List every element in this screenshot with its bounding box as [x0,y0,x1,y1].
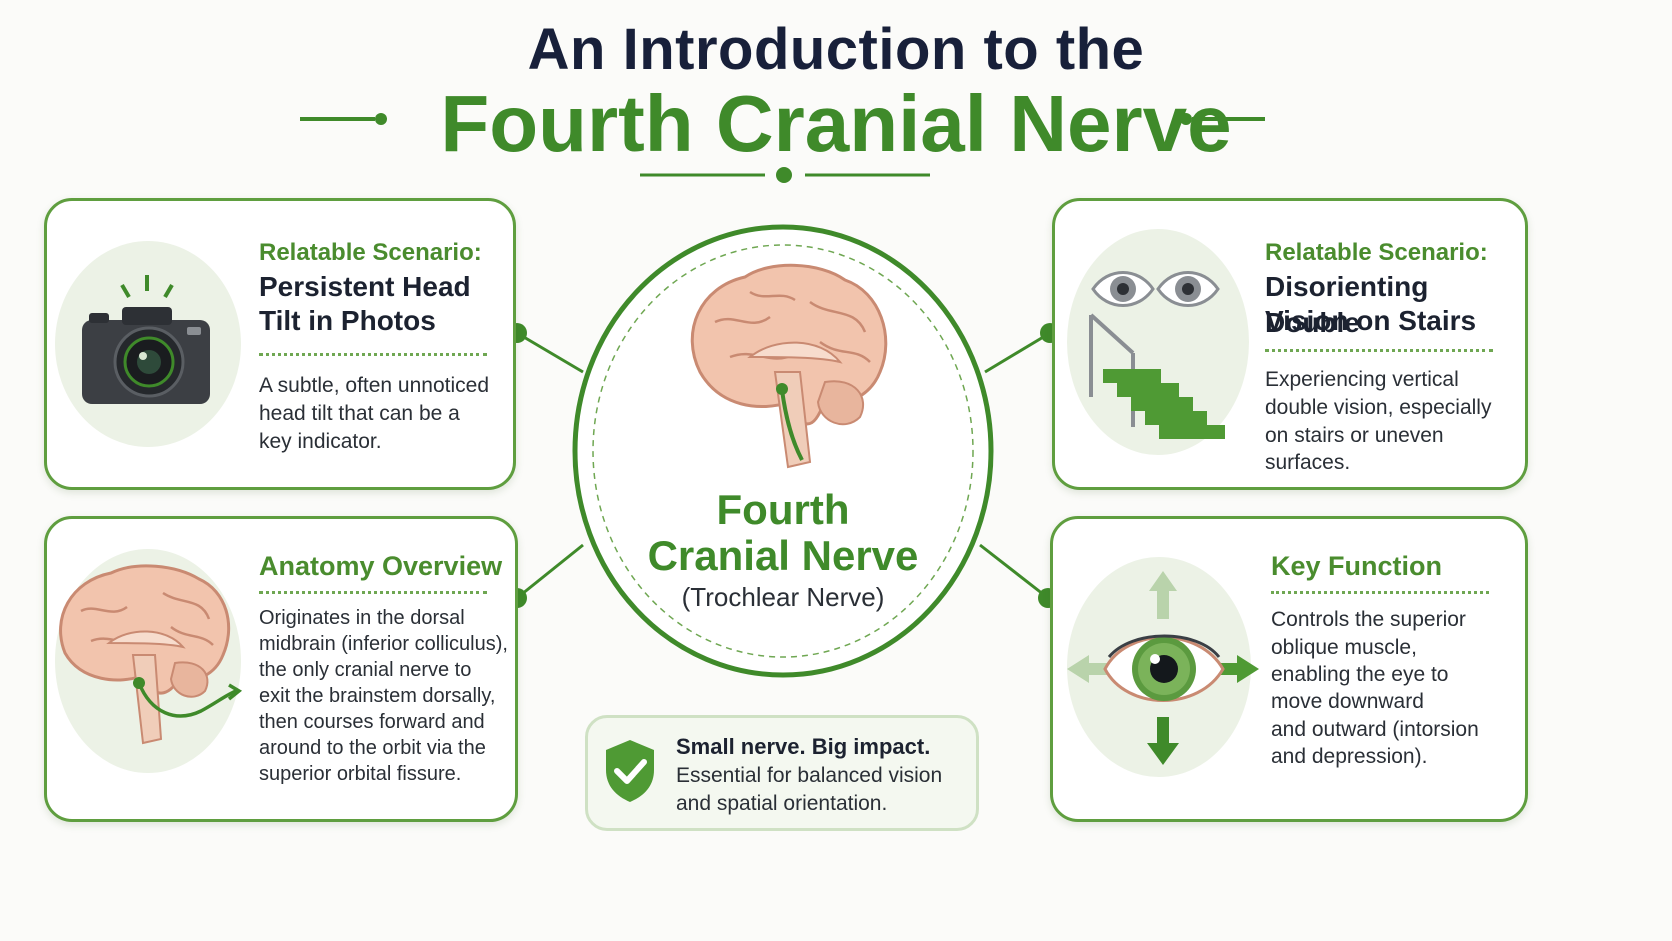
impact-headline: Small nerve. Big impact. [676,734,931,759]
brain-icon [690,263,888,469]
anatomy-body-3: the only cranial nerve to [259,659,472,681]
anatomy-body-4: exit the brainstem dorsally, [259,685,496,707]
double-vision-heading-2: Vision on Stairs [1265,305,1477,336]
center-title-line-1: Fourth [716,486,850,533]
center-title-line-2: Cranial Nerve [647,532,919,579]
head-tilt-heading-2: Tilt in Photos [259,305,436,336]
double-vision-body-3: on stairs or uneven [1265,424,1444,447]
card-head-tilt: Relatable Scenario: Persistent Head Tilt… [44,198,516,490]
anatomy-title: Anatomy Overview [259,551,503,581]
center-subtitle: (Trochlear Nerve) [681,582,885,612]
double-vision-body-4: surfaces. [1265,451,1351,474]
eye-arrows-icon [1067,571,1259,765]
function-body-4: move downward [1271,690,1424,713]
card-anatomy: Anatomy Overview Originates in the dorsa… [44,516,518,822]
title-line-1: An Introduction to the [527,17,1145,82]
card-double-vision: Relatable Scenario: Disorienting Double … [1052,198,1528,490]
anatomy-body-6: around to the orbit via the [259,737,486,759]
head-tilt-divider [259,353,487,356]
shield-check-icon [606,740,654,802]
head-tilt-body-2: head tilt that can be a [259,402,460,425]
double-vision-body-1: Experiencing vertical [1265,368,1459,391]
function-body-5: and outward (intorsion [1271,718,1479,741]
function-title: Key Function [1271,551,1443,581]
double-vision-body-2: double vision, especially [1265,396,1492,419]
eyes-stairs-icon [1089,271,1225,439]
double-vision-divider [1265,349,1493,352]
head-tilt-body-1: A subtle, often unnoticed [259,374,490,397]
function-body-6: and depression). [1271,745,1428,768]
camera-icon [82,275,210,404]
double-vision-kicker: Relatable Scenario: [1265,239,1488,266]
impact-line-3: and spatial orientation. [676,792,888,815]
center-oval: Fourth Cranial Nerve (Trochlear Nerve) [570,222,996,680]
brain-nerve-path-icon [59,564,243,745]
head-tilt-heading-1: Persistent Head [259,271,471,302]
anatomy-body-2: midbrain (inferior colliculus), [259,633,508,655]
function-divider [1271,591,1489,594]
double-vision-heading-1: Disorienting Double [1265,271,1429,338]
card-key-function: Key Function Controls the superior obliq… [1050,516,1528,822]
head-tilt-kicker: Relatable Scenario: [259,239,482,266]
anatomy-divider [259,591,487,594]
anatomy-body-5: then courses forward and [259,711,485,733]
title-line-2: Fourth Cranial Nerve [440,79,1232,168]
title-ornaments [300,113,1265,183]
function-body-1: Controls the superior [1271,608,1466,631]
impact-box: Small nerve. Big impact. Essential for b… [585,715,979,831]
anatomy-body-7: superior orbital fissure. [259,763,462,785]
function-body-3: enabling the eye to [1271,663,1449,686]
anatomy-body-1: Originates in the dorsal [259,607,465,629]
head-tilt-body-3: key indicator. [259,430,382,453]
function-body-2: oblique muscle, [1271,636,1417,659]
impact-line-2: Essential for balanced vision [676,764,943,787]
